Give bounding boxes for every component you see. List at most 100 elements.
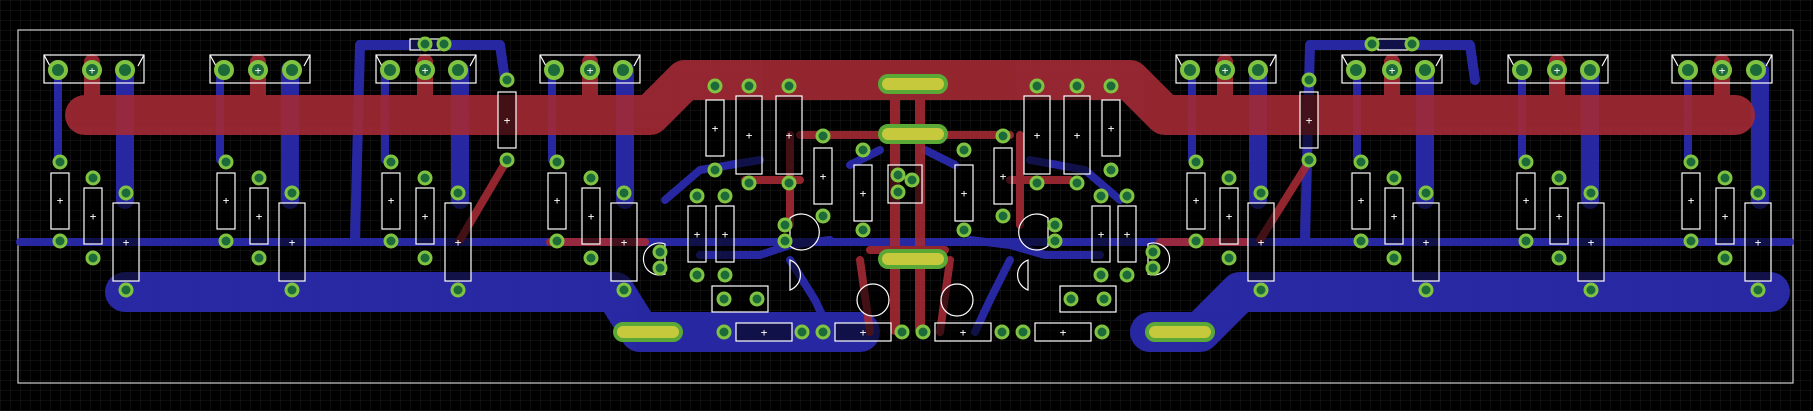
terminal-block-7 xyxy=(1507,54,1609,84)
pad xyxy=(1353,154,1369,170)
pad xyxy=(544,60,564,80)
plus-marker: + xyxy=(455,236,462,249)
pad xyxy=(383,154,399,170)
pad xyxy=(417,250,433,266)
pad xyxy=(383,233,399,249)
pad xyxy=(85,250,101,266)
pad xyxy=(815,128,831,144)
pad xyxy=(214,60,234,80)
pad xyxy=(282,60,302,80)
pad xyxy=(741,78,757,94)
pad xyxy=(890,167,906,183)
plus-marker: + xyxy=(1098,228,1105,241)
plus-marker: + xyxy=(90,210,97,223)
component-markers: ++++++++++++++++++++++++++++++++++++++++… xyxy=(57,64,1762,339)
pad xyxy=(741,175,757,191)
pad xyxy=(1712,60,1732,80)
pad xyxy=(1583,185,1599,201)
pad xyxy=(689,267,705,283)
pad xyxy=(1746,60,1766,80)
pad xyxy=(1215,60,1235,80)
pad xyxy=(415,60,435,80)
plus-marker: + xyxy=(1523,194,1530,207)
jumper-pads xyxy=(613,74,1215,342)
pad xyxy=(1301,152,1317,168)
pad xyxy=(1750,185,1766,201)
pad xyxy=(613,60,633,80)
pad xyxy=(251,170,267,186)
pad xyxy=(781,78,797,94)
pad xyxy=(1145,244,1161,260)
pad xyxy=(781,175,797,191)
plus-marker: + xyxy=(820,170,827,183)
pad xyxy=(549,233,565,249)
pad xyxy=(1404,36,1420,52)
pad xyxy=(48,60,68,80)
pad xyxy=(248,60,268,80)
pad xyxy=(1683,154,1699,170)
pad xyxy=(1583,282,1599,298)
pad xyxy=(218,154,234,170)
pad xyxy=(1547,60,1567,80)
plus-marker: + xyxy=(1688,194,1695,207)
pad xyxy=(616,185,632,201)
pad xyxy=(717,188,733,204)
terminal-block-6 xyxy=(1341,54,1443,84)
pad xyxy=(1418,185,1434,201)
plus-marker: + xyxy=(587,64,594,77)
pad xyxy=(284,282,300,298)
pad xyxy=(1119,267,1135,283)
plus-marker: + xyxy=(1554,64,1561,77)
plus-marker: + xyxy=(1060,326,1067,339)
plus-marker: + xyxy=(1306,114,1313,127)
pad xyxy=(1551,250,1567,266)
plus-marker: + xyxy=(960,326,967,339)
pad xyxy=(717,267,733,283)
plus-marker: + xyxy=(694,228,701,241)
pad xyxy=(894,324,910,340)
pad xyxy=(1221,250,1237,266)
plus-marker: + xyxy=(860,326,867,339)
pad xyxy=(716,291,732,307)
pad xyxy=(1253,185,1269,201)
pad xyxy=(52,154,68,170)
pad xyxy=(1386,250,1402,266)
plus-marker: + xyxy=(388,194,395,207)
plus-marker: + xyxy=(1034,129,1041,142)
plus-marker: + xyxy=(1556,210,1563,223)
plus-marker: + xyxy=(786,129,793,142)
pad xyxy=(417,170,433,186)
plus-marker: + xyxy=(1226,210,1233,223)
plus-marker: + xyxy=(746,129,753,142)
pad xyxy=(716,324,732,340)
pad xyxy=(1418,282,1434,298)
pad xyxy=(1096,291,1112,307)
plus-marker: + xyxy=(1722,210,1729,223)
pad xyxy=(1015,324,1031,340)
plus-marker: + xyxy=(1124,228,1131,241)
pad xyxy=(1047,233,1063,249)
pad xyxy=(777,217,793,233)
pad xyxy=(1386,170,1402,186)
pad xyxy=(1301,72,1317,88)
pad xyxy=(1103,162,1119,178)
pad xyxy=(1029,175,1045,191)
board-outline xyxy=(17,29,1794,384)
plus-marker: + xyxy=(256,210,263,223)
plus-marker: + xyxy=(860,187,867,200)
pad xyxy=(1069,175,1085,191)
plus-marker: + xyxy=(1389,64,1396,77)
pad xyxy=(1063,291,1079,307)
plus-marker: + xyxy=(554,194,561,207)
pad xyxy=(450,185,466,201)
pad xyxy=(855,142,871,158)
pad xyxy=(52,233,68,249)
pad xyxy=(1094,324,1110,340)
pad-group xyxy=(48,36,1766,340)
pad xyxy=(499,152,515,168)
plus-marker: + xyxy=(722,228,729,241)
pad xyxy=(1188,233,1204,249)
terminal-blocks xyxy=(43,54,1773,84)
pad xyxy=(707,78,723,94)
pad xyxy=(1180,60,1200,80)
